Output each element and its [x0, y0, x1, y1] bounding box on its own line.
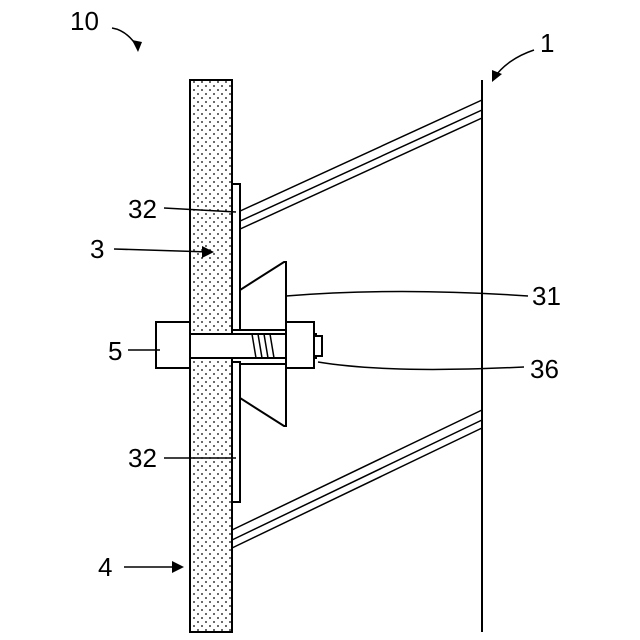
leader-assembly: [112, 28, 138, 48]
bracket-upper: [240, 262, 286, 330]
plate-upper: [232, 184, 240, 330]
label-plate-upper: 32: [128, 194, 157, 224]
label-backing: 4: [98, 552, 112, 582]
label-wall-panel: 1: [540, 28, 554, 58]
bolt-end: [314, 336, 322, 356]
label-frame: 3: [90, 234, 104, 264]
bracket-lower: [240, 364, 286, 426]
label-bolt: 5: [108, 336, 122, 366]
leader-nut: [318, 362, 524, 369]
label-nut: 36: [530, 354, 559, 384]
label-assembly: 10: [70, 6, 99, 36]
upper-brace: [238, 100, 482, 230]
label-plate-lower: 32: [128, 443, 157, 473]
arrowhead-backing: [172, 561, 184, 573]
arrowhead-wall: [492, 70, 502, 82]
plate-lower: [232, 362, 240, 502]
lower-brace: [232, 410, 482, 548]
leader-bracket: [286, 292, 528, 297]
label-bracket: 31: [532, 281, 561, 311]
nut: [286, 322, 314, 368]
arrowhead-assembly: [132, 40, 142, 52]
bolt-head: [156, 322, 190, 368]
